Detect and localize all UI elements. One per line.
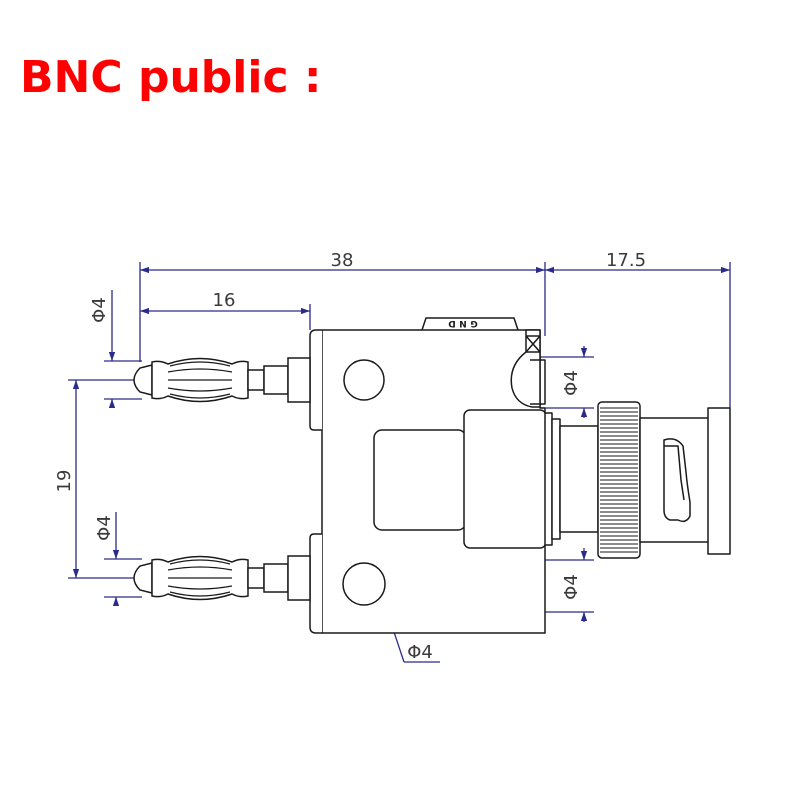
- knurl-pattern: [600, 407, 638, 553]
- lower-flange: [309, 533, 322, 634]
- page-title: BNC public :: [20, 52, 322, 103]
- bnc-neck: [559, 425, 599, 533]
- body-window: [373, 429, 467, 531]
- collar-lip: [544, 412, 553, 546]
- dim-right-bottom-diameter: Φ4: [561, 574, 582, 600]
- dimension-labels: 38 17.5 16 19 Φ4 Φ4 Φ4 Φ4 Φ4: [54, 250, 646, 663]
- marking-n: N: [459, 318, 467, 328]
- dim-pin-spacing: 19: [54, 470, 75, 493]
- bnc-end-face: [707, 407, 731, 555]
- dim-pin-top-diameter: Φ4: [89, 297, 110, 323]
- dim-right-top-diameter: Φ4: [561, 370, 582, 396]
- banana-plug-bottom: [133, 555, 311, 601]
- marking-d: D: [448, 318, 455, 328]
- upper-mount-hole: [343, 359, 385, 401]
- bayonet-slot: [663, 438, 691, 523]
- lower-mount-hole: [342, 562, 386, 606]
- collar-step: [551, 418, 561, 540]
- dim-pin-length: 16: [213, 290, 236, 311]
- dim-pin-bottom-diameter: Φ4: [94, 515, 115, 541]
- dim-overall-length: 38: [331, 250, 354, 271]
- collar: [463, 409, 547, 549]
- banana-plug-top: [133, 357, 311, 403]
- dim-hole-diameter: Φ4: [407, 642, 433, 663]
- latch: [510, 329, 541, 408]
- dimension-lines: [68, 262, 731, 663]
- gnd-tab: [421, 317, 519, 331]
- marking-g: G: [470, 318, 477, 328]
- dim-bnc-length: 17.5: [606, 250, 646, 271]
- upper-flange: [309, 329, 322, 431]
- connector-outline: [309, 317, 731, 634]
- gnd-marking: G N D: [448, 318, 477, 328]
- bnc-barrel: [639, 417, 711, 543]
